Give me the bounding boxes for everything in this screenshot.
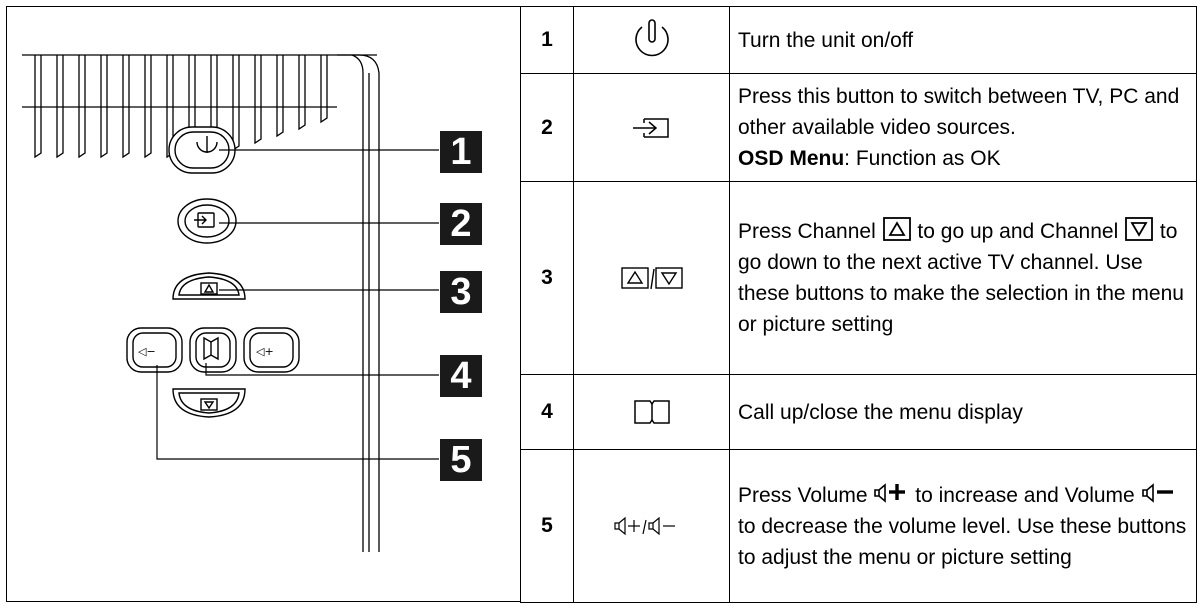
volume-down-button-drawing (126, 327, 183, 373)
callout-5-label: 5 (450, 439, 472, 481)
control-panel-illustration: ◁− ◁+ 1 2 3 4 5 (6, 6, 520, 602)
vent-fin (56, 55, 64, 159)
callout-2-label: 2 (450, 203, 472, 245)
table-row: 5 Press Volume to increase and Volume to… (520, 449, 1197, 603)
row-number: 4 (520, 374, 574, 450)
table-row: 4 Call up/close the menu display (520, 374, 1197, 450)
channel-up-down-icon (573, 181, 730, 375)
volume-up-button-drawing (243, 327, 300, 373)
source-button-drawing (177, 198, 237, 244)
control-panel-drawing: ◁− ◁+ (22, 54, 439, 552)
row-number: 3 (520, 181, 574, 375)
row-number: 5 (520, 449, 574, 603)
svg-text:◁−: ◁− (138, 345, 156, 358)
menu-button-drawing (189, 327, 237, 373)
table-row: 2 Press this button to switch between TV… (520, 73, 1197, 182)
row-description-2: Press this button to switch between TV, … (729, 73, 1197, 182)
vent-fin (276, 55, 284, 138)
row-number: 1 (520, 6, 574, 74)
table-row: 1 Turn the unit on/off (520, 6, 1197, 74)
volume-up-icon (874, 482, 906, 503)
channel-down-icon (1125, 217, 1153, 241)
row-description-text: Press this button to switch between TV, … (738, 85, 1180, 139)
table-row: 3 Press Channel to go up and Channel to … (520, 181, 1197, 375)
row-description-text: to go down to the next active TV channel… (738, 220, 1184, 336)
vent-fin (144, 55, 152, 159)
power-icon (573, 6, 730, 74)
callout-3: 3 (440, 271, 482, 313)
vent-fin (78, 55, 86, 159)
callout-2: 2 (440, 203, 482, 245)
button-function-table: 1 Turn the unit on/off 2 Press this butt… (520, 6, 1197, 603)
callout-1: 1 (440, 131, 482, 173)
row-description-text: Press Volume (738, 483, 874, 507)
vent-fin (232, 55, 240, 152)
row-description: Call up/close the menu display (729, 374, 1197, 450)
callout-4-label: 4 (450, 355, 472, 397)
osd-menu-text: : Function as OK (844, 147, 1001, 170)
source-input-icon (573, 73, 730, 182)
vent-fin (298, 55, 306, 131)
volume-up-down-icon (573, 449, 730, 603)
callout-3-label: 3 (450, 271, 472, 313)
row-description: Turn the unit on/off (729, 6, 1197, 74)
callout-1-label: 1 (450, 131, 472, 173)
osd-menu-label: OSD Menu (738, 147, 845, 170)
row-description-3: Press Channel to go up and Channel to go… (729, 181, 1197, 375)
row-description-text: to go up and Channel (911, 220, 1125, 243)
channel-up-icon (882, 217, 911, 241)
vent-fin (100, 55, 108, 159)
menu-book-icon (573, 374, 730, 450)
channel-down-button-drawing (172, 388, 246, 418)
row-description-text: Press Channel (738, 220, 882, 243)
vent-fin (320, 55, 328, 124)
vent-fin (122, 55, 130, 159)
vent-fin (254, 55, 262, 145)
row-description-5: Press Volume to increase and Volume to d… (729, 449, 1197, 603)
row-number: 2 (520, 73, 574, 182)
callout-5: 5 (440, 439, 482, 481)
volume-down-icon (1141, 482, 1173, 503)
svg-text:◁+: ◁+ (256, 345, 274, 358)
callout-4: 4 (440, 355, 482, 397)
row-description-text: to decrease the volume level. Use these … (738, 514, 1187, 569)
vent-fin (34, 55, 42, 159)
row-description-text: to increase and Volume (909, 483, 1141, 507)
